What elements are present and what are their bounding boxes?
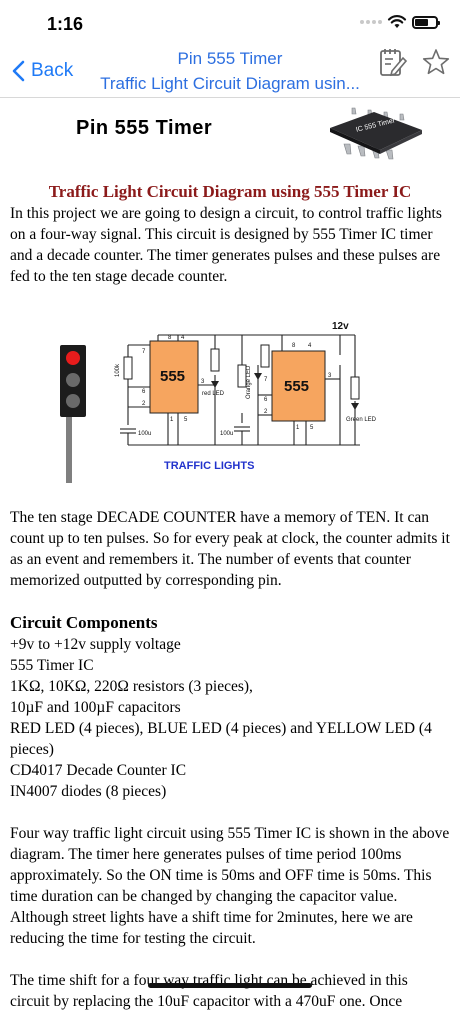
pin6b: 6: [264, 397, 268, 403]
star-icon[interactable]: [422, 48, 450, 76]
back-label: Back: [31, 60, 74, 81]
chip1-label: 555: [160, 368, 185, 385]
supply-label: 12v: [332, 321, 349, 332]
list-item: 1KΩ, 10KΩ, 220Ω resistors (3 pieces),: [10, 678, 253, 695]
components-title: Circuit Components: [10, 613, 158, 632]
status-bar: 1:16: [0, 0, 460, 46]
signal-dots-icon: [360, 20, 382, 24]
pin-title: Pin 555 Timer: [76, 117, 213, 139]
pin7a: 7: [142, 349, 146, 355]
back-button[interactable]: Back: [12, 60, 73, 82]
cap1-label: 100u: [138, 431, 151, 437]
intro-paragraph: In this project we are going to design a…: [10, 205, 442, 285]
navigation-bar: Back Pin 555 Timer Traffic Light Circuit…: [0, 46, 460, 98]
list-item: CD4017 Decade Counter IC: [10, 762, 187, 779]
diagram-caption: TRAFFIC LIGHTS: [164, 460, 254, 472]
pin8a: 8: [168, 335, 172, 341]
cap2-label: 100u: [220, 431, 233, 437]
traffic-light-icon: [60, 345, 86, 483]
pin3b: 3: [328, 373, 332, 379]
pin1a: 1: [170, 417, 174, 423]
components-list: +9v to +12v supply voltage 555 Timer IC …: [10, 634, 450, 802]
notes-edit-icon[interactable]: [378, 46, 408, 78]
circuit-diagram-svg: 12v 555 555 100u 100u 100k red LED Orang…: [60, 321, 377, 483]
decade-counter-paragraph: The ten stage DECADE COUNTER have a memo…: [10, 509, 450, 589]
list-item: 10µF and 100µF capacitors: [10, 699, 181, 716]
pin1b: 1: [296, 425, 300, 431]
pin5b: 5: [310, 425, 314, 431]
wifi-icon: [387, 15, 407, 28]
pin6a: 6: [142, 389, 146, 395]
chevron-left-icon: [12, 60, 25, 82]
home-indicator[interactable]: [148, 983, 312, 988]
pin8b: 8: [292, 343, 296, 349]
pin5a: 5: [184, 417, 188, 423]
green-led-label: Green LED: [346, 417, 377, 423]
pin7b: 7: [264, 377, 268, 383]
time-shift-paragraph: The time shift for a four way traffic li…: [10, 972, 408, 1010]
status-time: 1:16: [47, 14, 84, 34]
list-item: IN4007 diodes (8 pieces): [10, 783, 167, 800]
list-item: +9v to +12v supply voltage: [10, 636, 181, 653]
pin2b: 2: [264, 409, 268, 415]
nav-title: Pin 555 Timer Traffic Light Circuit Diag…: [95, 46, 365, 96]
timer-paragraph: Four way traffic light circuit using 555…: [10, 825, 450, 947]
article-content[interactable]: Pin 555 Timer IC 555 Timer Traffic Light…: [0, 98, 460, 1010]
red-led-label: red LED: [202, 391, 225, 397]
nav-title-line2: Traffic Light Circuit Diagram usin...: [100, 74, 360, 93]
r1-label: 100k: [115, 363, 121, 377]
list-item: RED LED (4 pieces), BLUE LED (4 pieces) …: [10, 720, 432, 758]
article-title: Traffic Light Circuit Diagram using 555 …: [48, 182, 412, 201]
article-header: Pin 555 Timer IC 555 Timer: [10, 98, 450, 178]
battery-icon: [412, 15, 440, 29]
nav-title-line1: Pin 555 Timer: [177, 49, 283, 68]
circuit-diagram: 12v 555 555 100u 100u 100k red LED Orang…: [10, 295, 450, 485]
list-item: 555 Timer IC: [10, 657, 94, 674]
pin2a: 2: [142, 401, 146, 407]
ic-chip-image: IC 555 Timer: [330, 107, 422, 160]
orange-led-label: Orange LED: [246, 365, 252, 399]
chip2-label: 555: [284, 378, 309, 395]
pin4b: 4: [308, 343, 312, 349]
status-icons: [360, 15, 440, 29]
chip-legs: [343, 107, 405, 160]
pin3a: 3: [201, 379, 205, 385]
nav-actions: [378, 46, 450, 78]
pin4a: 4: [181, 335, 185, 341]
